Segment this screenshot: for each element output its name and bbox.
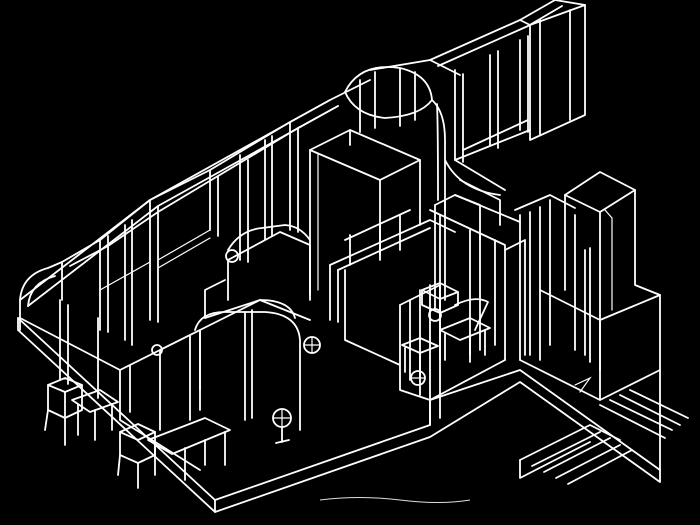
right-furniture [401, 282, 491, 379]
lamp-stands [151, 249, 442, 444]
back-wall-right [429, 0, 586, 226]
floor-slab [17, 317, 661, 513]
window-frames-left [61, 99, 339, 346]
floor-smudge [319, 497, 471, 503]
left-furniture [44, 377, 231, 489]
mid-right-room [329, 194, 526, 426]
rotunda [344, 59, 461, 211]
floor-stair-hatch [519, 389, 689, 485]
far-right-room [514, 171, 661, 471]
central-curved-wall [194, 224, 311, 431]
left-room-walls [19, 299, 311, 471]
